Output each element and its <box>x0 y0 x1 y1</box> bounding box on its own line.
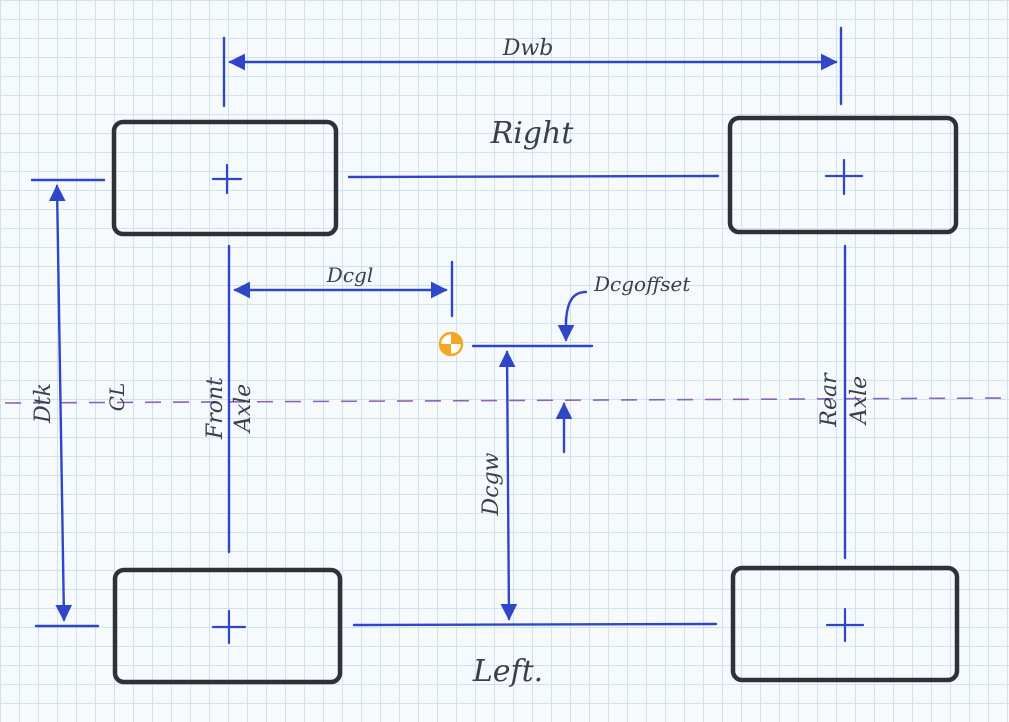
cg-lateral-label: Dcgw <box>479 452 504 516</box>
center-of-gravity-icon <box>438 331 464 357</box>
front-axle-label-line2: Axle <box>231 384 256 434</box>
cg-offset-label: Dcgoffset <box>593 272 691 296</box>
wheel-front-right <box>111 119 339 237</box>
wheel-rear-right <box>727 115 959 235</box>
wheel-front-left <box>112 567 343 685</box>
right-side-line <box>347 174 720 179</box>
cg-longitudinal-label: Dcgl <box>326 263 373 287</box>
left-side-line <box>352 622 718 627</box>
centerline-symbol: CL <box>105 383 129 412</box>
rear-axle-label-line2: Axle <box>847 376 872 426</box>
right-side-label: Right <box>490 116 575 151</box>
rear-axle-label-line1: Rear <box>817 372 842 428</box>
wheelbase-label: Dwb <box>502 36 554 61</box>
cg-offset-leader <box>564 290 588 324</box>
track-width-label: Dtk <box>31 383 56 424</box>
front-axle-label-line1: Front <box>203 377 228 440</box>
track-width-dimension-arrow <box>48 184 73 622</box>
left-side-label: Left. <box>472 654 543 689</box>
cg-lateral-dimension-arrow <box>498 350 518 621</box>
wheel-rear-left <box>730 565 960 683</box>
